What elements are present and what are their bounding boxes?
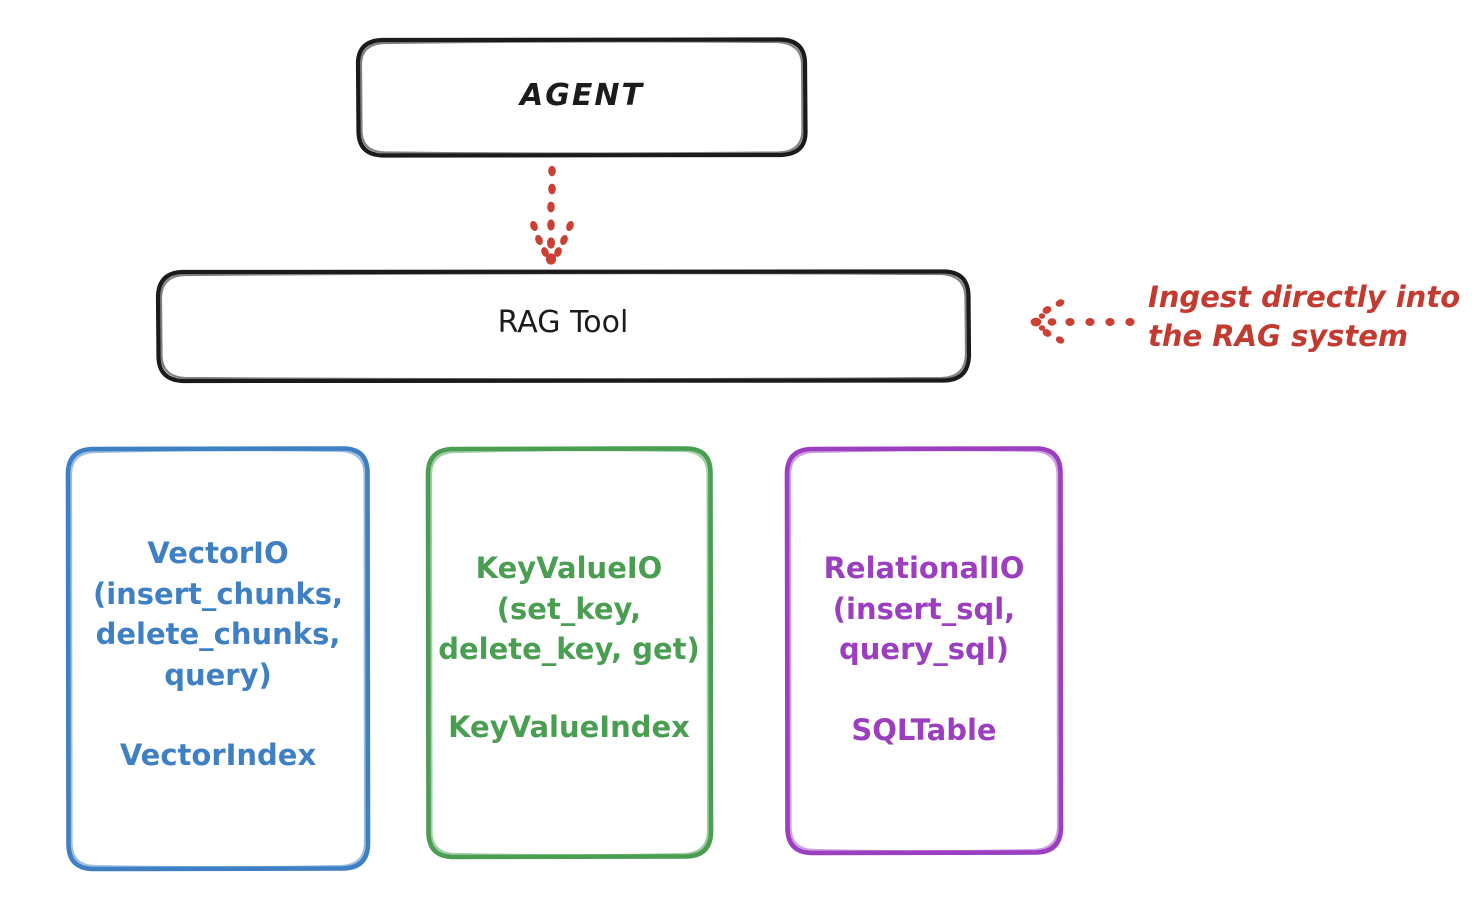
key-value-io-box-sketch-pass bbox=[429, 449, 710, 857]
relational-io-box-sketch-pass bbox=[788, 449, 1060, 853]
agent-box-outline bbox=[355, 37, 808, 158]
key-value-io-node[interactable] bbox=[425, 446, 714, 860]
rag-tool-box-sketch-pass bbox=[159, 272, 968, 381]
relational-io-box-outline bbox=[784, 446, 1064, 856]
agent-node[interactable] bbox=[355, 37, 808, 158]
ingest-annotation-text: Ingest directly into the RAG system bbox=[1148, 280, 1461, 354]
ingest-arrow bbox=[1030, 299, 1135, 344]
agent-to-rag-arrow bbox=[530, 165, 574, 265]
rag-tool-box-outline bbox=[155, 269, 972, 384]
vector-io-box-outline bbox=[65, 446, 371, 872]
vector-io-node[interactable] bbox=[65, 446, 371, 872]
agent-box-sketch-pass bbox=[359, 40, 804, 155]
rag-tool-node[interactable] bbox=[155, 269, 972, 384]
relational-io-node[interactable] bbox=[784, 446, 1064, 856]
vector-io-box-sketch-pass bbox=[69, 449, 367, 869]
key-value-io-box-outline bbox=[425, 446, 714, 860]
